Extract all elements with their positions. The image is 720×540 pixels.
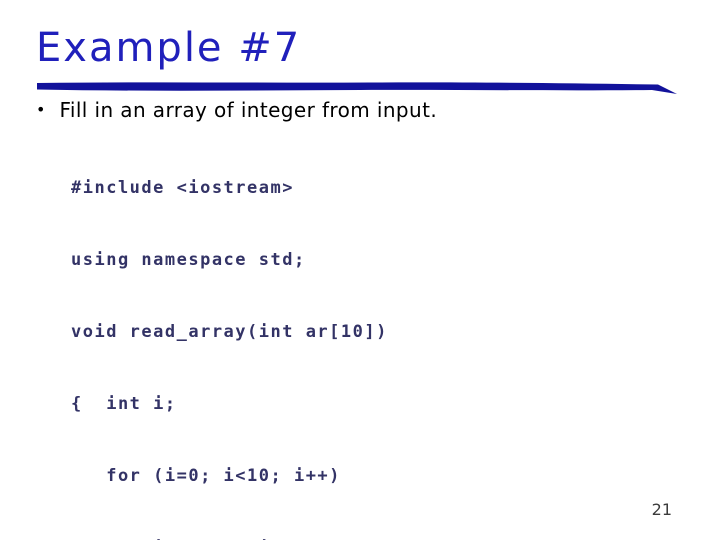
code-line: #include <iostream> <box>71 178 294 198</box>
bullet-item: • Fill in an array of integer from input… <box>36 97 437 123</box>
page-number: 21 <box>651 500 672 519</box>
code-line: { int i; <box>71 394 177 414</box>
code-line: for (i=0; i<10; i++) <box>71 466 341 486</box>
bullet-text: Fill in an array of integer from input. <box>59 98 438 122</box>
title-underline-stroke <box>37 82 677 94</box>
code-line: void read_array(int ar[10]) <box>71 322 388 342</box>
code-block: #include <iostream> using namespace std;… <box>71 128 388 540</box>
slide-title: Example #7 <box>36 25 302 71</box>
bullet-dot-icon: • <box>36 100 46 119</box>
code-line: cin >> ar[i]; <box>71 536 388 540</box>
code-line: using namespace std; <box>71 250 306 270</box>
